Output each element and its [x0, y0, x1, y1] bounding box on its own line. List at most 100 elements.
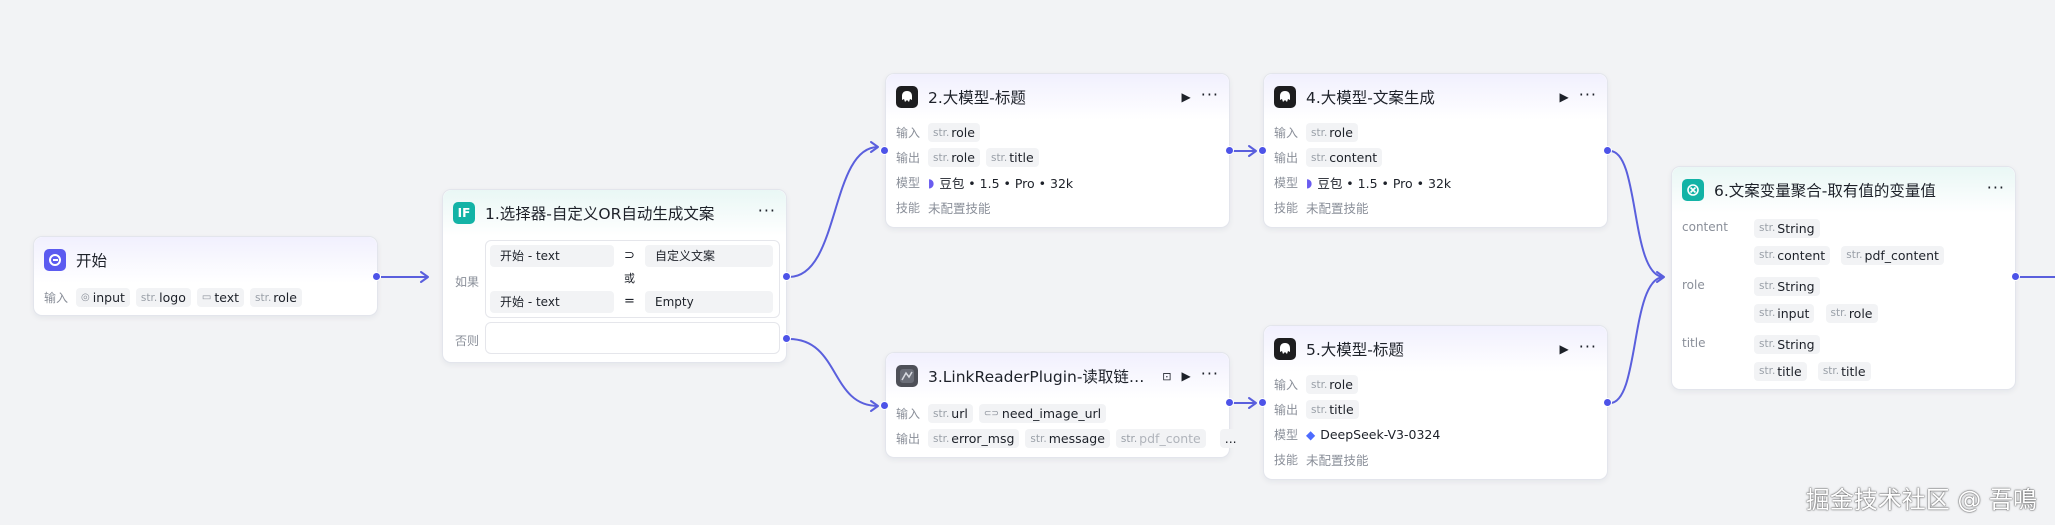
node-header: 2.大模型-标题 ▶ ···: [886, 74, 1229, 120]
more-icon[interactable]: ···: [1578, 337, 1597, 356]
input-row: 输入 str.url ⊂⊃need_image_url: [886, 401, 1229, 426]
output-handle[interactable]: [1603, 146, 1612, 155]
condition-right[interactable]: Empty: [645, 291, 773, 313]
type-chip: str.String: [1754, 334, 1820, 354]
more-icon[interactable]: ···: [757, 201, 776, 220]
var-chip: str.role: [1306, 123, 1358, 142]
group-vars-row: str.title str.title: [1754, 359, 1877, 381]
var-chip: str.content: [1754, 245, 1831, 265]
node-title: 开始: [76, 252, 108, 270]
node-start[interactable]: 开始 输入 ◎input str.logo ▭text str.role: [33, 236, 378, 316]
condition-left[interactable]: 开始 - text: [490, 291, 614, 313]
condition-operator[interactable]: ⊃: [624, 248, 635, 263]
node-aggregate[interactable]: 6.文案变量聚合-取有值的变量值 ··· content str.String …: [1671, 166, 2016, 390]
if-output-handle[interactable]: [782, 272, 791, 281]
else-label: 否则: [455, 334, 480, 348]
var-chip: str.url: [928, 404, 973, 423]
condition-left[interactable]: 开始 - text: [490, 245, 614, 267]
if-icon: IF: [453, 202, 475, 224]
node-title: 3.LinkReaderPlugin-读取链…: [928, 368, 1145, 386]
image-var-icon: ◎: [81, 292, 90, 303]
play-icon[interactable]: ▶: [1181, 369, 1191, 383]
more-icon[interactable]: ···: [1986, 178, 2005, 197]
more-icon[interactable]: ···: [1200, 364, 1219, 383]
input-handle[interactable]: [880, 401, 889, 410]
output-row: 输出 str.title: [1264, 397, 1607, 422]
node-title: 2.大模型-标题: [928, 89, 1026, 107]
condition-right[interactable]: 自定义文案: [645, 245, 773, 267]
if-label: 如果: [455, 275, 480, 289]
aggregate-icon: [1682, 179, 1704, 201]
var-chip: str.role: [1306, 375, 1358, 394]
output-handle[interactable]: [1225, 398, 1234, 407]
node-header: 6.文案变量聚合-取有值的变量值 ···: [1672, 167, 2015, 213]
var-chip: str.content: [1306, 148, 1383, 167]
doubao-icon: ◗: [928, 175, 935, 190]
start-icon: [44, 249, 66, 271]
input-row: 输入 str.role: [886, 120, 1229, 145]
or-label[interactable]: 或: [624, 272, 635, 285]
node-title: 5.大模型-标题: [1306, 341, 1404, 359]
else-output-handle[interactable]: [782, 334, 791, 343]
node-link-reader[interactable]: 3.LinkReaderPlugin-读取链… ⊡ ▶ ··· 输入 str.u…: [885, 352, 1242, 458]
var-chip: str.title: [1817, 361, 1871, 381]
arrowhead: [1248, 397, 1257, 409]
skill-row: 技能 未配置技能: [1264, 195, 1607, 220]
var-chip: str.role: [928, 148, 980, 167]
output-row: 输出 str.role str.title: [886, 145, 1229, 170]
play-icon[interactable]: ▶: [1559, 90, 1569, 104]
output-row: 输出 str.content: [1264, 145, 1607, 170]
more-outputs-button[interactable]: ...: [1219, 429, 1242, 448]
more-icon[interactable]: ···: [1200, 85, 1219, 104]
node-header: 3.LinkReaderPlugin-读取链… ⊡ ▶ ···: [886, 353, 1229, 399]
condition-box: 开始 - text ⊃ 自定义文案 或 开始 - text = Empty: [485, 240, 780, 318]
group-vars-row: str.content str.pdf_content: [1754, 243, 1950, 265]
node-llm-title[interactable]: 2.大模型-标题 ▶ ··· 输入 str.role 输出 str.role s…: [885, 73, 1230, 228]
watermark: 掘金技术社区 @ 吾鳴: [1805, 486, 2037, 514]
play-icon[interactable]: ▶: [1181, 90, 1191, 104]
toggle-icon: ⊂⊃: [983, 408, 999, 419]
var-chip: ⊂⊃need_image_url: [978, 404, 1107, 423]
group-vars-row: str.input str.role: [1754, 301, 1884, 323]
condition-operator[interactable]: =: [624, 294, 635, 309]
model-row: 模型 ◆ DeepSeek-V3-0324: [1274, 427, 1441, 442]
group-label: content: [1682, 220, 1728, 234]
var-chip: str.error_msg: [928, 429, 1020, 448]
node-selector-header: IF 1.选择器-自定义OR自动生成文案 ···: [443, 190, 786, 236]
skill-row: 技能 未配置技能: [886, 195, 1229, 220]
doubao-icon: ◗: [1306, 175, 1313, 190]
llm-icon: [896, 86, 918, 108]
arrowhead: [1248, 145, 1257, 157]
var-chip: str.role: [928, 123, 980, 142]
node-llm-title2[interactable]: 5.大模型-标题 ▶ ··· 输入 str.role 输出 str.title …: [1263, 325, 1608, 480]
type-chip: str.String: [1754, 218, 1820, 238]
input-handle[interactable]: [1258, 398, 1267, 407]
var-chip: str.role: [1825, 303, 1878, 323]
var-chip: ▭text: [196, 288, 244, 307]
output-handle[interactable]: [2011, 272, 2020, 281]
output-handle[interactable]: [1225, 146, 1234, 155]
input-label: 输入: [44, 291, 69, 305]
arrowhead: [420, 271, 429, 283]
edge-llm-copy-aggregate: [1609, 150, 1665, 278]
group-label: role: [1682, 278, 1705, 292]
play-icon[interactable]: ▶: [1559, 342, 1569, 356]
model-name: 豆包 • 1.5 • Pro • 32k: [939, 176, 1074, 191]
input-handle[interactable]: [880, 146, 889, 155]
edge-selector-llm-title: [788, 146, 879, 278]
node-title: 4.大模型-文案生成: [1306, 89, 1435, 107]
type-chip: str.String: [1754, 276, 1820, 296]
node-selector[interactable]: IF 1.选择器-自定义OR自动生成文案 ··· 如果 开始 - text ⊃ …: [442, 189, 787, 363]
more-icon[interactable]: ···: [1578, 85, 1597, 104]
var-chip: str.logo: [135, 288, 191, 307]
arrowhead: [870, 141, 879, 153]
var-chip: str.pdf_conte: [1115, 429, 1206, 448]
input-handle[interactable]: [1258, 146, 1267, 155]
node-header: 4.大模型-文案生成 ▶ ···: [1264, 74, 1607, 120]
output-handle[interactable]: [1603, 398, 1612, 407]
node-title: 1.选择器-自定义OR自动生成文案: [485, 205, 715, 223]
plugin-icon: [896, 365, 918, 387]
node-header: 5.大模型-标题 ▶ ···: [1264, 326, 1607, 372]
node-llm-copy[interactable]: 4.大模型-文案生成 ▶ ··· 输入 str.role 输出 str.cont…: [1263, 73, 1608, 228]
output-handle[interactable]: [372, 272, 381, 281]
